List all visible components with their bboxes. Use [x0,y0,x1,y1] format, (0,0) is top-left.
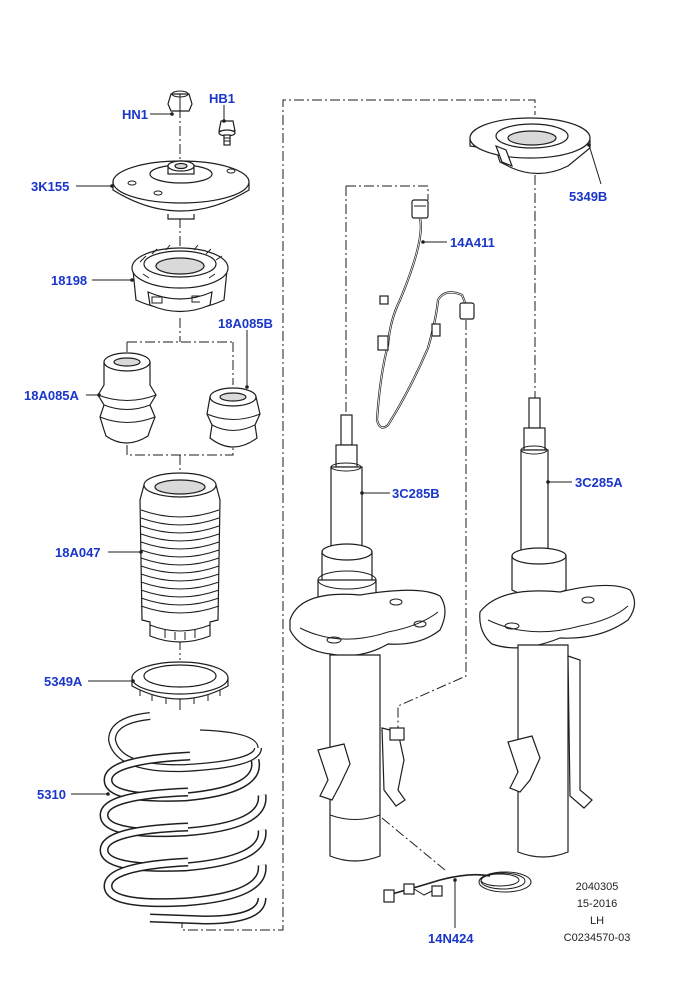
info-line-2: 15-2016 [577,898,617,910]
label-18a047: 18A047 [55,545,101,560]
isolator-5349a [131,661,229,705]
bolt-hb1 [218,120,236,146]
isolator-5349b [469,117,591,175]
coil-spring-5310 [99,712,267,925]
bump-stop-18a085a [97,352,157,444]
label-3c285a: 3C285A [575,475,623,490]
info-line-1: 2040305 [576,881,619,893]
callout-labels: HN1 HB1 3K155 18198 18A085B 18A085A 18A0… [24,91,623,946]
leader-lines [71,105,602,928]
label-3k155: 3K155 [31,179,69,194]
info-line-4: C0234570-03 [564,932,631,944]
label-14a411: 14A411 [450,235,495,250]
label-18a085b: 18A085B [218,316,273,331]
label-5310: 5310 [37,787,66,802]
assembly-dash-lines [126,99,536,931]
label-18198: 18198 [51,273,87,288]
label-14n424: 14N424 [428,931,474,946]
bearing-18198 [131,244,229,313]
info-line-3: LH [590,915,604,927]
drawing-info-block: 2040305 15-2016 LH C0234570-03 [564,881,631,944]
label-5349b: 5349B [569,189,607,204]
label-hn1: HN1 [122,107,148,122]
strut-3c285a [479,397,636,858]
label-hb1: HB1 [209,91,235,106]
label-5349a: 5349A [44,674,83,689]
label-3c285b: 3C285B [392,486,440,501]
dust-boot-18a047 [139,472,221,643]
sensor-harness-14n424 [383,871,532,903]
spring-coils [99,751,267,925]
strut-3c285b [289,414,446,862]
label-18a085a: 18A085A [24,388,80,403]
top-mount-3k155 [112,160,250,220]
nut-hn1 [167,90,193,112]
bump-stop-18a085b [206,387,261,448]
sensor-harness-14a411 [375,199,475,429]
